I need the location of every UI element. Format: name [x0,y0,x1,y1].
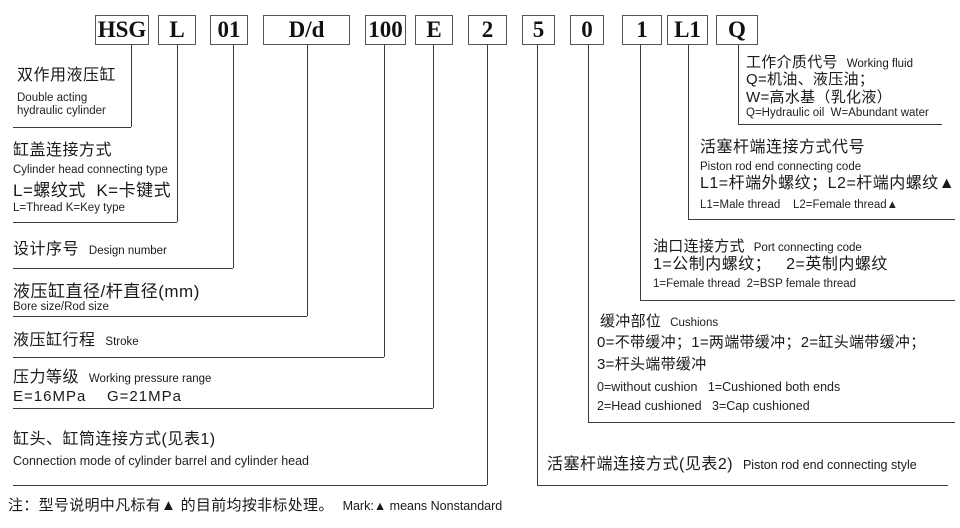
code-box-cushion: 0 [570,15,604,45]
label-port-connect-codes-en: 1=Female thread 2=BSP female thread [653,278,857,290]
nonstandard-note-en: Mark:▲ means Nonstandard [342,499,503,513]
label-double-acting-en1: Double acting [17,92,88,104]
label-double-acting-en2: hydraulic cylinder [17,105,106,117]
underline-bore [13,316,307,317]
label-working-fluid-codes-zh2: W=高水基（乳化液） [746,89,892,106]
code-box-hsg: HSG [95,15,149,45]
code-box-head: L [158,15,196,45]
label-pressure: 压力等级 Working pressure range [13,369,211,387]
connector-v-design [233,45,234,268]
label-rod-end-style-en: Piston rod end connecting style [742,458,917,472]
label-working-fluid-codes-zh1: Q=机油、液压油； [746,71,875,88]
connector-v-hsg [131,45,132,127]
code-box-rodcode: L1 [667,15,708,45]
label-port-connect-en: Port connecting code [753,242,862,254]
label-design-number: 设计序号 Design number [13,241,167,259]
label-rod-end-code-codes-zh: L1=杆端外螺纹；L2=杆端内螺纹▲ [700,175,956,192]
label-head-connect-codes-zh: L=螺纹式 K=卡键式 [13,181,172,200]
label-pressure-zh: 压力等级 [13,369,89,386]
label-stroke: 液压缸行程 Stroke [13,332,139,350]
underline-fluid [738,124,942,125]
underline-head [13,222,177,223]
label-cushions-codes-en1: 0=without cushion 1=Cushioned both ends [597,380,841,394]
underline-stroke [13,357,384,358]
label-rod-end-style-zh: 活塞杆端连接方式(见表2) [547,456,743,473]
label-pressure-en: Working pressure range [88,373,212,385]
code-box-stroke: 100 [365,15,406,45]
connector-v-head [177,45,178,222]
label-rod-end-code-zh: 活塞杆端连接方式代号 [700,139,866,156]
code-box-rodstyle: 5 [522,15,555,45]
label-cushions-codes-en2: 2=Head cushioned 3=Cap cushioned [597,399,810,413]
underline-cushion [588,422,955,423]
label-rod-end-code-codes-en: L1=Male thread L2=Female thread▲ [700,199,899,211]
label-pressure-codes: E=16MPa G=21MPa [13,388,182,405]
label-design-number-en: Design number [88,245,167,257]
connector-v-rodcode [688,45,689,219]
underline-design [13,268,233,269]
code-box-design: 01 [210,15,248,45]
label-head-connect-codes-en: L=Thread K=Key type [13,202,125,214]
code-box-barrel: 2 [468,15,507,45]
underline-barrel [13,485,487,486]
label-cushions-codes-zh1: 0=不带缓冲；1=两端带缓冲；2=缸头端带缓冲； [597,334,926,351]
connector-v-port [640,45,641,300]
connector-v-barrel [487,45,488,485]
connector-v-stroke [384,45,385,357]
underline-pressure [13,408,433,409]
underline-port [640,300,955,301]
label-head-connect-zh: 缸盖连接方式 [13,142,113,159]
label-working-fluid-en: Working fluid [846,58,914,70]
label-double-acting-zh: 双作用液压缸 [17,67,117,84]
nonstandard-note: 注：型号说明中凡标有▲ 的目前均按非标处理。 Mark:▲ means Nons… [8,497,502,515]
code-box-fluid: Q [716,15,758,45]
label-barrel-head-zh: 缸头、缸筒连接方式(见表1) [13,431,216,448]
underline-hsg [13,127,131,128]
label-bore-rod-zh: 液压缸直径/杆直径(mm) [13,282,200,301]
connector-v-pressure [433,45,434,408]
underline-rodcode [688,219,955,220]
label-cushions-en: Cushions [670,317,719,329]
label-stroke-zh: 液压缸行程 [13,332,106,349]
label-bore-rod-en: Bore size/Rod size [13,301,109,313]
underline-rodstyle [537,485,948,486]
label-rod-end-code-en: Piston rod end connecting code [700,161,862,173]
connector-v-cushion [588,45,589,422]
label-cushions-zh: 缓冲部位 [600,313,671,330]
label-port-connect-codes-zh: 1=公制内螺纹； 2=英制内螺纹 [653,256,888,273]
code-box-port: 1 [622,15,662,45]
label-head-connect-en: Cylinder head connecting type [13,164,168,176]
label-port-connect-zh: 油口连接方式 [653,238,754,255]
connector-v-fluid [738,45,739,124]
label-cushions-codes-zh2: 3=杆头端带缓冲 [597,356,707,373]
code-box-bore: D/d [263,15,350,45]
label-working-fluid-zh: 工作介质代号 [746,54,847,71]
label-port-connect: 油口连接方式 Port connecting code [653,238,862,256]
label-barrel-head-en: Connection mode of cylinder barrel and c… [13,454,310,468]
connector-v-bore [307,45,308,316]
label-working-fluid: 工作介质代号 Working fluid [746,54,913,72]
nonstandard-note-zh: 注：型号说明中凡标有▲ 的目前均按非标处理。 [8,497,343,514]
connector-v-rodstyle [537,45,538,485]
label-design-number-zh: 设计序号 [13,241,89,258]
label-cushions: 缓冲部位 Cushions [600,313,718,331]
label-stroke-en: Stroke [105,336,139,348]
label-working-fluid-codes-en: Q=Hydraulic oil W=Abundant water [746,107,929,119]
label-rod-end-style: 活塞杆端连接方式(见表2) Piston rod end connecting … [547,456,917,474]
code-box-pressure: E [415,15,453,45]
